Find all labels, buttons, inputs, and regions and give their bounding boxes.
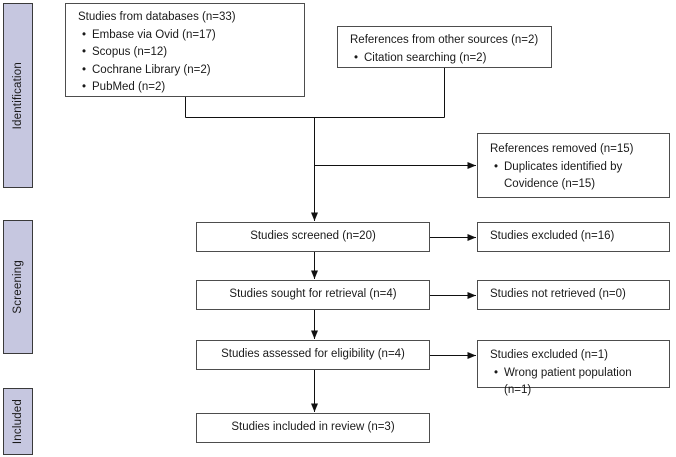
- box-screened: Studies screened (n=20): [196, 222, 430, 252]
- box-excluded-screening: Studies excluded (n=16): [477, 222, 670, 252]
- box-not-retrieved-title: Studies not retrieved (n=0): [490, 288, 626, 301]
- box-references-removed: References removed (n=15) • Duplicates i…: [477, 133, 670, 198]
- bullet-dot: •: [82, 63, 87, 76]
- stage-screening-label: Screening: [12, 260, 24, 314]
- bullet-dot: •: [494, 366, 499, 379]
- bullet-text: Wrong patient population (n=1): [504, 366, 632, 397]
- box-databases: Studies from databases (n=33) • Embase v…: [65, 3, 305, 97]
- bullet-item: • Embase via Ovid (n=17): [78, 27, 296, 45]
- stage-identification-label: Identification: [12, 61, 24, 130]
- bullet-dot: •: [354, 51, 359, 64]
- box-assessed-title: Studies assessed for eligibility (n=4): [221, 348, 405, 361]
- bullet-text: Embase via Ovid (n=17): [92, 28, 216, 41]
- box-references-removed-title: References removed (n=15): [490, 143, 634, 155]
- box-screened-title: Studies screened (n=20): [250, 230, 376, 243]
- bullet-text: Scopus (n=12): [92, 46, 168, 58]
- box-sought-retrieval: Studies sought for retrieval (n=4): [196, 280, 430, 310]
- bullet-dot: •: [82, 28, 87, 41]
- bullet-dot: •: [82, 81, 87, 93]
- bullet-item: • Citation searching (n=2): [350, 50, 543, 68]
- bullet-dot: •: [82, 46, 87, 58]
- box-included-review: Studies included in review (n=3): [196, 413, 430, 443]
- bullet-text: Citation searching (n=2): [364, 51, 487, 64]
- box-excluded-eligibility-title: Studies excluded (n=1): [490, 349, 608, 361]
- bullet-item: • Scopus (n=12): [78, 44, 296, 62]
- bullet-text: PubMed (n=2): [92, 81, 166, 93]
- bullet-item: • Wrong patient population (n=1): [490, 365, 661, 400]
- stage-included: Included: [3, 388, 33, 455]
- stage-included-label: Included: [12, 398, 24, 445]
- box-databases-title: Studies from databases (n=33): [78, 11, 236, 23]
- bullet-item: • PubMed (n=2): [78, 79, 296, 97]
- bullet-text: Cochrane Library (n=2): [92, 63, 211, 76]
- bullet-dot: •: [494, 160, 499, 173]
- bullet-item: • Duplicates identified by Covidence (n=…: [490, 159, 661, 194]
- stage-screening: Screening: [3, 220, 33, 354]
- box-excluded-eligibility: Studies excluded (n=1) • Wrong patient p…: [477, 340, 670, 396]
- box-other-sources: References from other sources (n=2) • Ci…: [337, 26, 552, 68]
- bullet-item: • Cochrane Library (n=2): [78, 62, 296, 80]
- box-excluded-screening-title: Studies excluded (n=16): [490, 230, 615, 243]
- box-sought-retrieval-title: Studies sought for retrieval (n=4): [229, 288, 397, 301]
- stage-identification: Identification: [3, 3, 33, 188]
- bullet-text: Duplicates identified by Covidence (n=15…: [504, 160, 623, 191]
- box-other-sources-title: References from other sources (n=2): [350, 34, 539, 46]
- box-included-review-title: Studies included in review (n=3): [231, 421, 395, 434]
- box-assessed: Studies assessed for eligibility (n=4): [196, 340, 430, 370]
- box-not-retrieved: Studies not retrieved (n=0): [477, 280, 670, 310]
